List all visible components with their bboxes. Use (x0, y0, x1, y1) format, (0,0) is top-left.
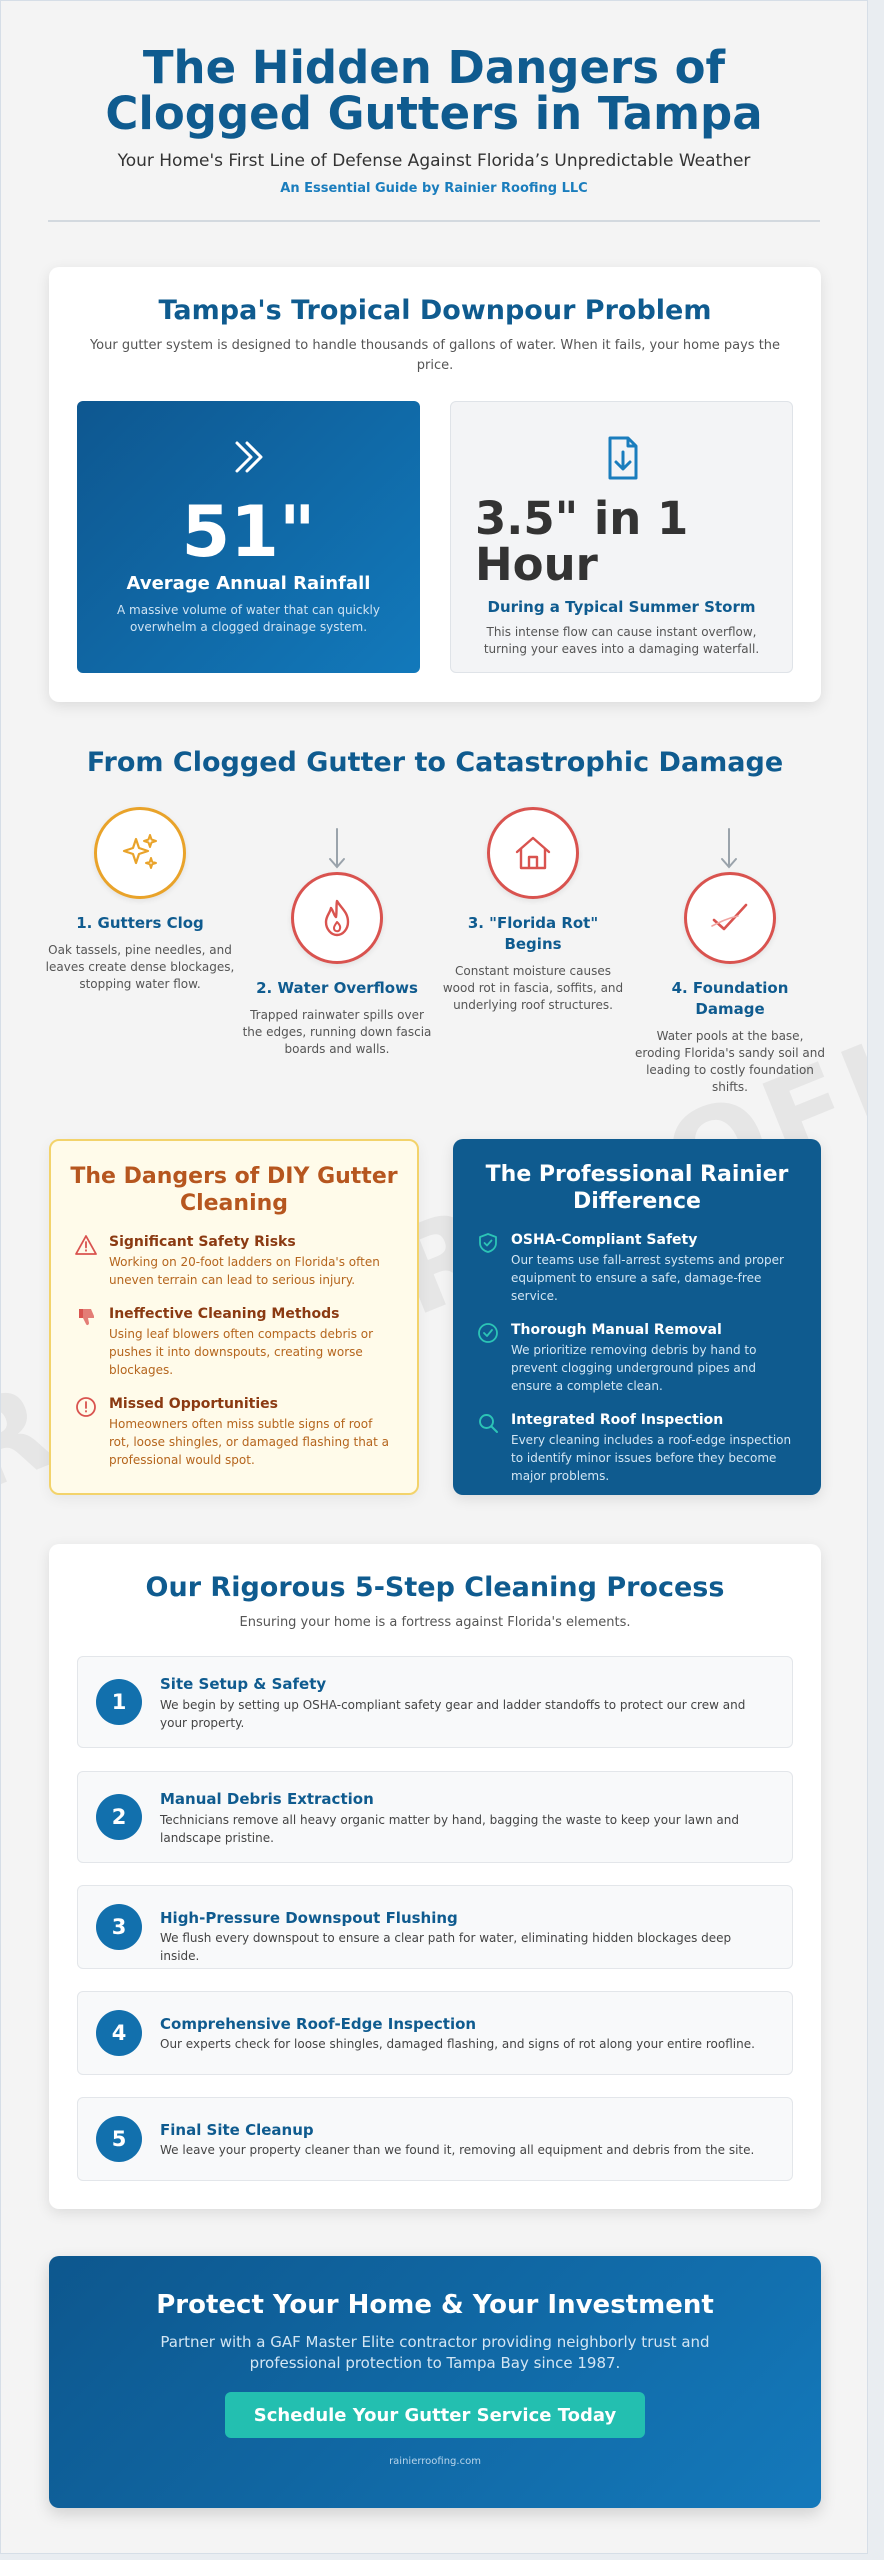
double-chevron-right-icon (235, 441, 262, 473)
step-number-badge: 4 (96, 2010, 142, 2056)
cleaning-process-card: Our Rigorous 5-Step Cleaning Process Ens… (49, 1544, 821, 2209)
storm-rainfall-label: During a Typical Summer Storm (487, 598, 756, 616)
step-title: Manual Debris Extraction (160, 1790, 374, 1808)
page-header: The Hidden Dangers of Clogged Gutters in… (1, 1, 867, 222)
pro-item: Thorough Manual Removal We prioritize re… (477, 1321, 799, 1395)
process-step: 2 Manual Debris Extraction Technicians r… (77, 1771, 793, 1863)
timeline-step-florida-rot: 3. "Florida Rot" Begins Constant moistur… (438, 807, 628, 1014)
alert-circle-icon (76, 1397, 96, 1417)
timeline-step-desc: Water pools at the base, eroding Florida… (635, 1029, 825, 1094)
thumbs-down-icon (79, 1309, 94, 1326)
search-icon (479, 1414, 498, 1433)
schedule-service-button[interactable]: Schedule Your Gutter Service Today (225, 2392, 645, 2438)
annual-rainfall-desc: A massive volume of water that can quick… (117, 603, 380, 634)
step-desc: Our experts check for loose shingles, da… (160, 2037, 755, 2051)
step-desc: We flush every downspout to ensure a cle… (160, 1931, 732, 1963)
cta-title: Protect Your Home & Your Investment (156, 2290, 714, 2320)
timeline-step-circle (684, 872, 776, 964)
timeline-title: From Clogged Gutter to Catastrophic Dama… (86, 747, 784, 778)
timeline-step-circle (291, 872, 383, 964)
pro-item: OSHA-Compliant Safety Our teams use fall… (477, 1231, 799, 1305)
diy-item: Ineffective Cleaning Methods Using leaf … (75, 1305, 395, 1379)
timeline-step-desc: Oak tassels, pine needles, and leaves cr… (45, 943, 235, 991)
step-title: Final Site Cleanup (160, 2121, 314, 2139)
process-step: 1 Site Setup & Safety We begin by settin… (77, 1656, 793, 1748)
annual-rainfall-value: 51" (181, 491, 316, 573)
storm-rainfall-desc: This intense flow can cause instant over… (483, 625, 760, 656)
infographic-page: RAINIERROOFING.COM The Hidden Dangers of… (0, 0, 868, 2554)
timeline-step-name: 1. Gutters Clog (76, 914, 204, 932)
process-title: Our Rigorous 5-Step Cleaning Process (145, 1572, 725, 1603)
process-step: 5 Final Site Cleanup We leave your prope… (77, 2097, 793, 2181)
storm-rainfall-stat: 3.5" in 1 Hour During a Typical Summer S… (450, 401, 793, 673)
diy-item-desc: Using leaf blowers often compacts debris… (109, 1327, 374, 1377)
process-subtitle: Ensuring your home is a fortress against… (239, 1615, 631, 1630)
step-desc: We leave your property cleaner than we f… (160, 2143, 755, 2157)
pro-item-desc: Every cleaning includes a roof-edge insp… (511, 1433, 792, 1483)
diy-item-desc: Working on 20-foot ladders on Florida's … (109, 1255, 380, 1287)
timeline-step-desc: Constant moisture causes wood rot in fas… (442, 964, 624, 1012)
diy-item-heading: Missed Opportunities (109, 1396, 278, 1412)
pro-item-desc: Our teams use fall-arrest systems and pr… (511, 1253, 784, 1303)
timeline-step-water-overflows: 2. Water Overflows Trapped rainwater spi… (242, 872, 432, 1058)
pro-title: The Professional Rainier Difference (485, 1162, 789, 1214)
timeline-step-gutters-clog: 1. Gutters Clog Oak tassels, pine needle… (45, 807, 235, 993)
process-step: 4 Comprehensive Roof-Edge Inspection Our… (77, 1991, 793, 2075)
annual-rainfall-stat: 51" Average Annual Rainfall A massive vo… (77, 401, 420, 673)
diy-item-desc: Homeowners often miss subtle signs of ro… (109, 1417, 390, 1467)
check-mark-icon (711, 903, 748, 931)
storm-rainfall-value: 3.5" in 1 Hour (475, 492, 689, 591)
step-number-badge: 5 (96, 2116, 142, 2162)
check-circle-icon (478, 1323, 498, 1343)
step-title: Site Setup & Safety (160, 1675, 327, 1693)
arrow-down-icon (329, 828, 345, 869)
page-byline: An Essential Guide by Rainier Roofing LL… (280, 181, 588, 196)
page-title: The Hidden Dangers of Clogged Gutters in… (105, 41, 763, 140)
shield-check-icon (479, 1233, 497, 1253)
diy-item-heading: Ineffective Cleaning Methods (109, 1306, 340, 1322)
file-download-icon (608, 436, 637, 480)
diy-dangers-panel: The Dangers of DIY Gutter Cleaning Signi… (49, 1139, 419, 1495)
diy-item: Significant Safety Risks Working on 20-f… (75, 1233, 395, 1289)
pro-item-heading: Integrated Roof Inspection (511, 1412, 724, 1428)
pro-item-heading: Thorough Manual Removal (511, 1322, 722, 1338)
step-number-badge: 1 (96, 1679, 142, 1725)
diy-item-heading: Significant Safety Risks (109, 1234, 296, 1250)
timeline-step-circle (487, 807, 579, 899)
timeline-step-name: 2. Water Overflows (256, 979, 418, 997)
arrow-down-icon (721, 828, 737, 869)
step-number-badge: 3 (96, 1904, 142, 1950)
step-number-badge: 2 (96, 1794, 142, 1840)
step-desc: Technicians remove all heavy organic mat… (160, 1813, 739, 1845)
sparkles-icon (122, 834, 157, 869)
step-title: Comprehensive Roof-Edge Inspection (160, 2015, 477, 2033)
flame-icon (324, 899, 350, 937)
professional-difference-panel: The Professional Rainier Difference OSHA… (453, 1139, 821, 1495)
pro-item-desc: We prioritize removing debris by hand to… (511, 1343, 757, 1393)
rainfall-subtitle: Your gutter system is designed to handle… (89, 338, 781, 373)
rainfall-title: Tampa's Tropical Downpour Problem (158, 295, 712, 326)
pro-item-heading: OSHA-Compliant Safety (511, 1232, 698, 1248)
home-icon (515, 836, 551, 870)
timeline-step-circle (94, 807, 186, 899)
cta-desc: Partner with a GAF Master Elite contract… (160, 2333, 710, 2372)
process-step: 3 High-Pressure Downspout Flushing We fl… (77, 1885, 793, 1969)
step-desc: We begin by setting up OSHA-compliant sa… (160, 1698, 746, 1730)
timeline-step-desc: Trapped rainwater spills over the edges,… (242, 1008, 432, 1056)
website-link[interactable]: rainierroofing.com (389, 2456, 481, 2467)
rainfall-card: Tampa's Tropical Downpour Problem Your g… (49, 267, 821, 702)
call-to-action-panel: Protect Your Home & Your Investment Part… (49, 2256, 821, 2508)
warning-triangle-icon (75, 1235, 97, 1255)
step-title: High-Pressure Downspout Flushing (160, 1909, 458, 1927)
diy-item: Missed Opportunities Homeowners often mi… (75, 1395, 395, 1469)
timeline-step-name: 4. Foundation Damage (671, 979, 789, 1018)
page-subtitle: Your Home's First Line of Defense Agains… (117, 151, 751, 171)
timeline-step-foundation-damage: 4. Foundation Damage Water pools at the … (635, 872, 825, 1096)
pro-item: Integrated Roof Inspection Every cleanin… (477, 1411, 799, 1485)
diy-title: The Dangers of DIY Gutter Cleaning (70, 1164, 398, 1216)
timeline-step-name: 3. "Florida Rot" Begins (467, 914, 599, 953)
header-divider (48, 220, 820, 222)
annual-rainfall-label: Average Annual Rainfall (126, 573, 371, 594)
